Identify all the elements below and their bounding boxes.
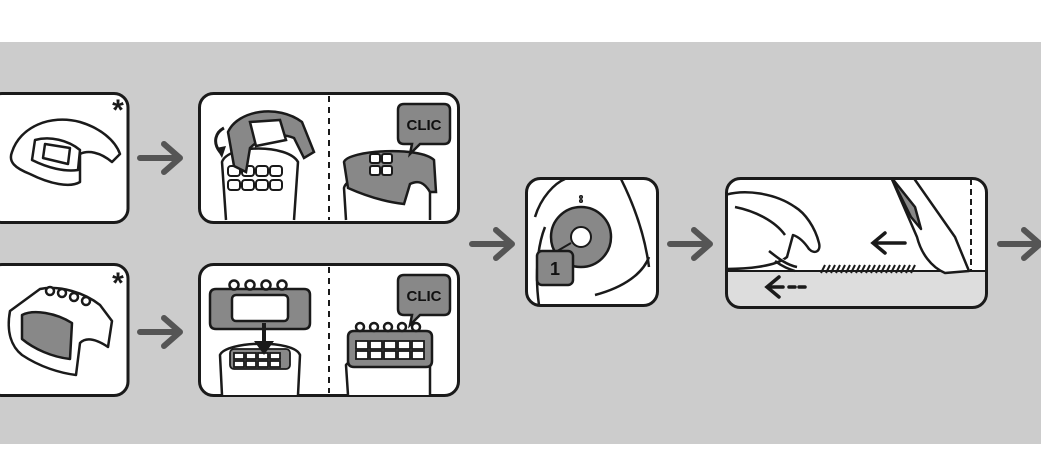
flow-arrow-icon bbox=[666, 224, 718, 264]
switch-on-panel: 1 bbox=[525, 177, 659, 307]
clic-label: CLIC bbox=[407, 288, 442, 305]
asterisk-icon: * bbox=[112, 94, 124, 127]
flow-arrow-icon bbox=[996, 224, 1041, 264]
massage-attachment-illustration bbox=[210, 281, 310, 330]
attach-massage-panel: CLIC bbox=[198, 263, 460, 397]
massage-accessory-panel: * bbox=[0, 263, 130, 397]
flow-arrow-icon bbox=[136, 312, 188, 352]
attach-cap-panel: CLIC bbox=[198, 92, 460, 224]
clic-label: CLIC bbox=[407, 117, 442, 134]
attached-massage-illustration bbox=[346, 323, 432, 395]
skin-surface bbox=[725, 271, 988, 309]
attached-cap-illustration bbox=[344, 151, 436, 220]
asterisk-icon: * bbox=[112, 267, 124, 300]
speed-setting-label: 1 bbox=[550, 259, 560, 279]
cap-accessory-panel: * bbox=[0, 92, 130, 224]
power-switch-knob bbox=[571, 227, 591, 247]
flow-arrow-icon bbox=[136, 138, 188, 178]
epilator-head-illustration bbox=[220, 344, 300, 395]
shaving-motion-panel bbox=[725, 177, 988, 309]
flow-arrow-icon bbox=[468, 224, 520, 264]
